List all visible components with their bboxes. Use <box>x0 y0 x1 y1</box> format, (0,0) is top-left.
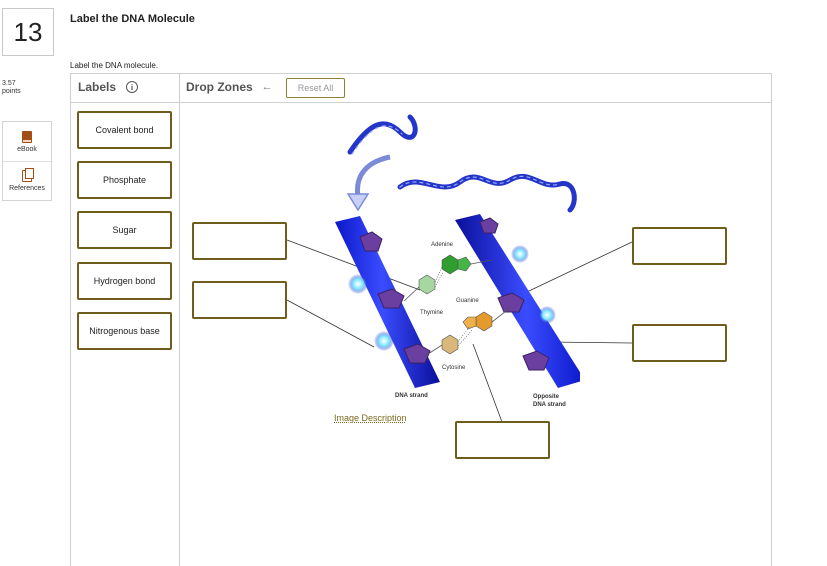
dna-strand-label: DNA strand <box>395 393 428 399</box>
thymine-label: Thymine <box>420 310 444 316</box>
copy-icon <box>22 168 34 182</box>
phosphate-right-1 <box>511 245 529 263</box>
ebook-button[interactable]: eBook <box>3 122 51 161</box>
ebook-label: eBook <box>17 145 37 153</box>
hydrogen-bond-at-2 <box>434 271 444 288</box>
zoom-arrow <box>346 154 391 212</box>
adenine-base-ring <box>457 256 472 272</box>
drop-zone-left-bottom[interactable] <box>192 281 287 319</box>
sugar-left-2 <box>377 288 405 309</box>
points-number: 3.57 <box>2 80 16 87</box>
label-chip-covalent-bond[interactable]: Covalent bond <box>77 111 172 149</box>
book-icon <box>22 130 32 143</box>
sugar-right-2 <box>522 350 550 371</box>
opposite-strand-label: Opposite DNA strand <box>533 393 566 409</box>
reset-all-button[interactable]: Reset All <box>286 78 345 98</box>
labels-title: Labels <box>78 80 117 94</box>
label-chip-hydrogen-bond[interactable]: Hydrogen bond <box>77 262 172 300</box>
sugar-right-top <box>479 217 499 234</box>
question-title: Label the DNA Molecule <box>70 13 195 25</box>
guanine-label: Guanine <box>456 298 479 304</box>
question-instruction: Label the DNA molecule. <box>70 61 159 70</box>
drop-zones-header: Drop Zones ← <box>186 80 273 94</box>
side-tools: eBook References <box>2 121 52 201</box>
adenine-base <box>441 254 459 275</box>
question-number: 13 <box>2 8 54 56</box>
adenine-label: Adenine <box>431 242 454 248</box>
drop-zone-bottom[interactable] <box>455 421 550 459</box>
drop-zone-right-bottom[interactable] <box>632 324 727 362</box>
undo-arrow-icon[interactable]: ← <box>261 81 273 93</box>
sugar-left-3 <box>403 343 431 364</box>
opposite-strand-line2: DNA strand <box>533 402 566 408</box>
hydrogen-bond-at-1 <box>434 266 443 283</box>
label-chip-nitrogenous-base[interactable]: Nitrogenous base <box>77 312 172 350</box>
labels-header: Labels i <box>78 80 139 94</box>
label-chip-sugar[interactable]: Sugar <box>77 211 172 249</box>
panel-divider <box>179 73 180 566</box>
references-label: References <box>9 185 45 192</box>
thymine-base <box>418 274 436 295</box>
drop-zone-left-top[interactable] <box>192 222 287 260</box>
image-description-link[interactable]: Image Description <box>334 413 407 423</box>
phosphate-left-2 <box>374 331 394 351</box>
phosphate-left-1 <box>348 274 368 294</box>
points-value: 3.57 points <box>2 80 21 96</box>
info-icon[interactable]: i <box>126 81 139 93</box>
dna-molecule-diagram <box>335 114 580 388</box>
sugar-right-1 <box>497 292 525 313</box>
double-helix-ribbon <box>347 114 577 213</box>
cytosine-base <box>441 334 459 355</box>
references-button[interactable]: References <box>3 161 51 200</box>
panel-header <box>70 73 772 103</box>
drop-zone-right-top[interactable] <box>632 227 727 265</box>
labeling-panel <box>70 73 772 566</box>
opposite-strand-line1: Opposite <box>533 394 560 400</box>
guanine-base <box>475 311 493 332</box>
phosphate-right-2 <box>538 306 556 324</box>
sugar-left-1 <box>359 231 383 252</box>
guanine-base-ring <box>462 316 477 330</box>
cytosine-label: Cytosine <box>442 365 466 371</box>
hydrogen-bond-gc-1 <box>457 325 471 343</box>
label-chip-phosphate[interactable]: Phosphate <box>77 161 172 199</box>
points-label: points <box>2 88 21 95</box>
drop-zones-title: Drop Zones <box>186 80 253 94</box>
